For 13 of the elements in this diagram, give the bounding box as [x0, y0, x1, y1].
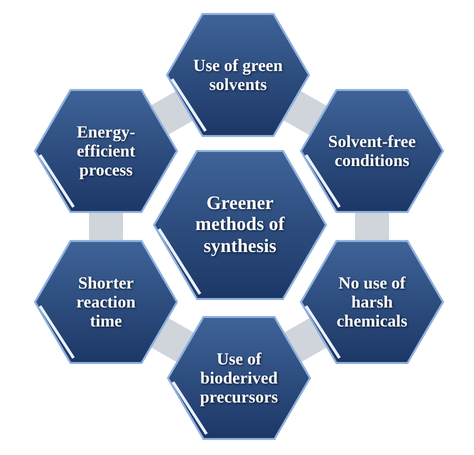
hexagon-node	[301, 240, 443, 364]
hexagon-node	[35, 89, 177, 213]
hexagon-label: No use of harsh chemicals	[336, 273, 408, 331]
hexagon-label: Solvent-free conditions	[327, 132, 417, 170]
hexagon-label: Use of green solvents	[192, 56, 284, 94]
hexagon-label: Shorter reaction time	[75, 273, 137, 331]
hexagon-label: Use of bioderived precursors	[198, 349, 280, 407]
hexagon-node	[301, 89, 443, 213]
hexagon-label: Energy-efficient process	[76, 122, 136, 180]
hexagon-label: Greener methods of synthesis	[194, 193, 286, 257]
hexagon-node	[35, 240, 177, 364]
hexagon-node	[168, 316, 310, 440]
hexagon-node	[167, 13, 309, 137]
